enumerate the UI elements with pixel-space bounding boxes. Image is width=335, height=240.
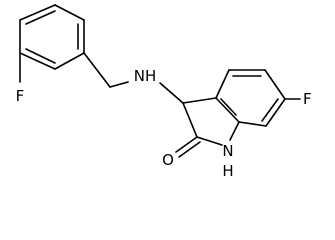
fluorine-label-left: F bbox=[16, 87, 25, 105]
chemical-structure-diagram: F NH O N H bbox=[16, 4, 312, 180]
carbonyl-double-bond bbox=[175, 136, 201, 158]
left-benzene-ring bbox=[19, 4, 85, 70]
five-membered-ring bbox=[182, 97, 240, 146]
amine-c3-bond bbox=[159, 82, 184, 104]
oxygen-label: O bbox=[162, 151, 174, 169]
benzyl-ch2-bonds bbox=[83, 52, 129, 88]
amine-nh-label: NH bbox=[134, 67, 157, 85]
fluorine-label-right: F bbox=[303, 90, 312, 108]
fused-benzene-ring bbox=[215, 69, 286, 127]
ring-nitrogen-hydrogen-label: H bbox=[222, 162, 233, 180]
ring-nitrogen-label: N bbox=[222, 142, 233, 160]
